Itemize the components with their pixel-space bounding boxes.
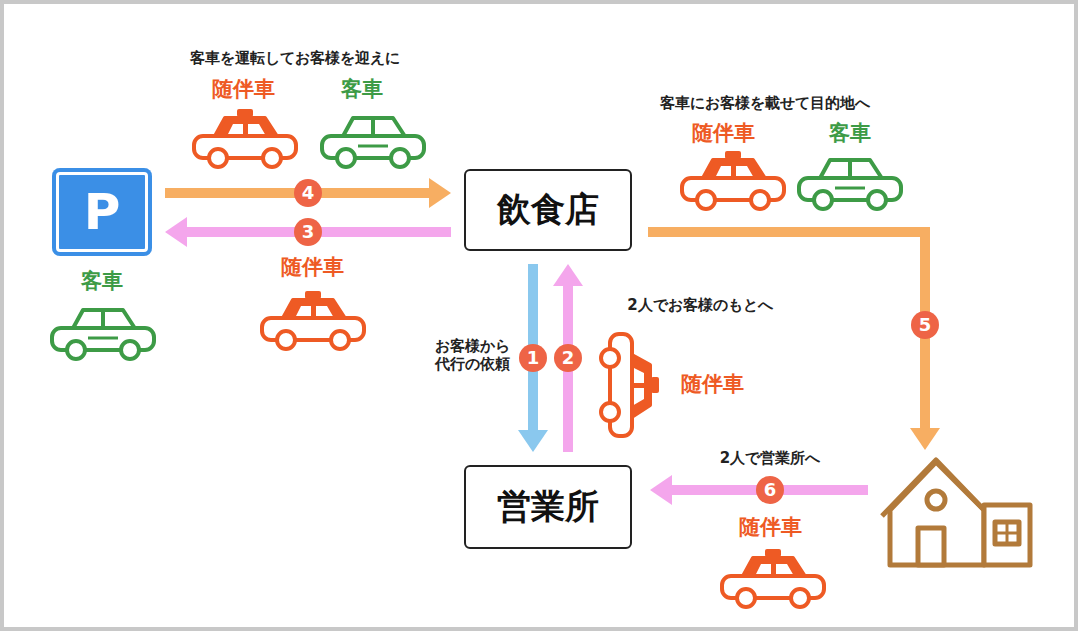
- connector: [518, 264, 548, 452]
- car-label: 客車: [341, 77, 383, 102]
- escort-car: [601, 334, 659, 436]
- step-note: お客様から 代行の依頼: [420, 337, 510, 373]
- customer-car: [799, 160, 901, 209]
- callout-number: 3: [294, 218, 322, 246]
- arrowhead: [429, 178, 451, 208]
- car-label: 随伴車: [281, 255, 344, 280]
- node-text: P: [84, 187, 121, 237]
- callout-number: 6: [756, 476, 784, 504]
- car-label: 客車: [81, 269, 123, 294]
- car-label: 随伴車: [681, 372, 744, 397]
- escort-car: [262, 291, 364, 349]
- callout-number: 4: [294, 179, 322, 207]
- place-box: 営業所: [464, 465, 632, 549]
- callout-number: 1: [519, 344, 547, 372]
- step-note: 客車を運転してお客様を迎えに: [190, 49, 400, 67]
- escort-car: [194, 109, 296, 167]
- customer-car: [322, 118, 424, 167]
- arrowhead: [518, 430, 548, 452]
- route-line: [648, 232, 940, 450]
- step-note: 客車にお客様を載せて目的地へ: [660, 94, 870, 112]
- car-label: 随伴車: [739, 515, 802, 540]
- escort-car: [722, 549, 824, 607]
- route-line: [650, 475, 868, 505]
- escort-car: [682, 151, 784, 209]
- node-text: 営業所: [497, 484, 599, 530]
- customer-car: [52, 310, 154, 359]
- connector: [165, 217, 451, 247]
- callout-number: 5: [911, 311, 939, 339]
- connector: [553, 264, 583, 452]
- car-label: 随伴車: [692, 121, 755, 146]
- arrowhead: [553, 264, 583, 286]
- place-box: 飲食店: [464, 169, 632, 251]
- step-note: 2人で営業所へ: [720, 449, 820, 467]
- connector: [165, 178, 451, 208]
- house-icon: [882, 460, 1030, 565]
- car-label: 客車: [829, 121, 871, 146]
- car-label: 随伴車: [212, 77, 275, 102]
- parking-sign: P: [52, 168, 152, 256]
- callout-number: 2: [554, 344, 582, 372]
- node-text: 飲食店: [497, 187, 599, 233]
- arrowhead: [165, 217, 187, 247]
- step-note: 2人でお客様のもとへ: [627, 296, 772, 314]
